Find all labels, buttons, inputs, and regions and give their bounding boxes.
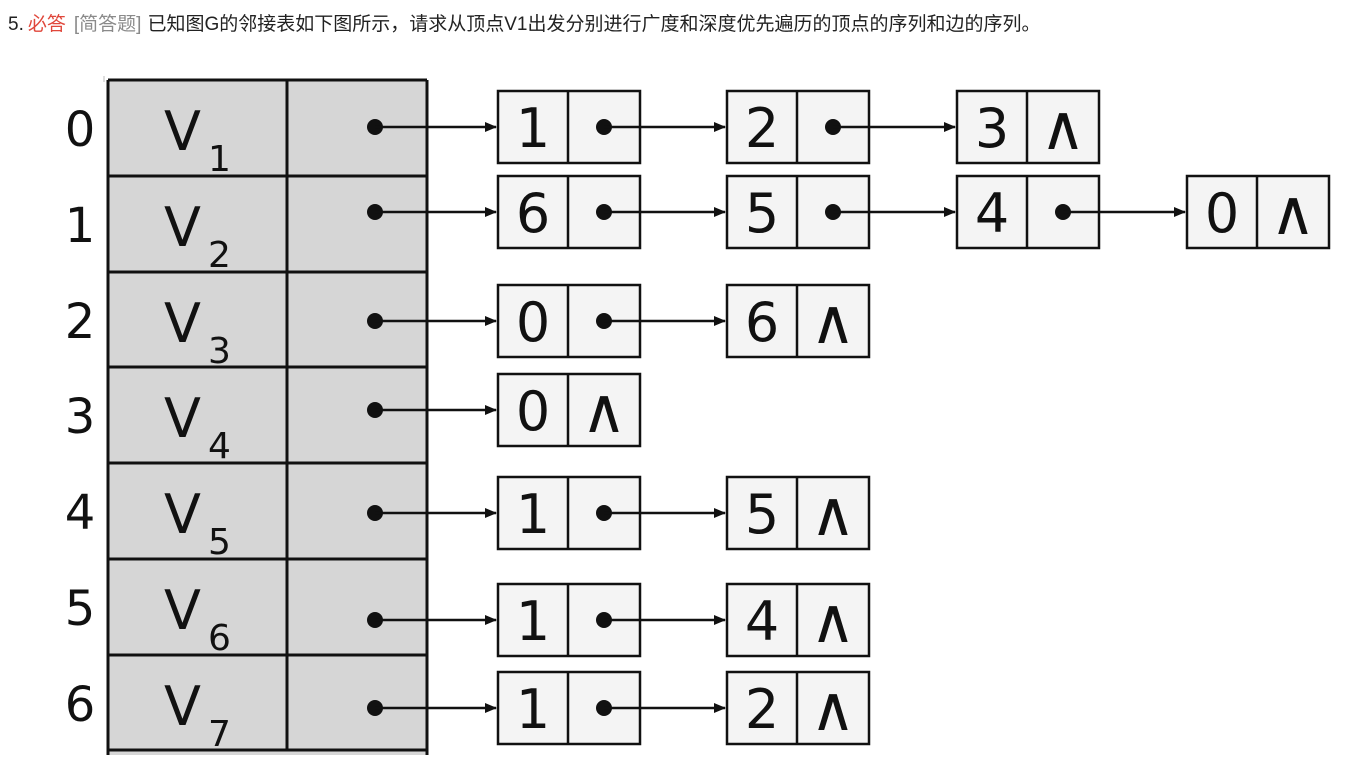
vertex-index: 3 — [65, 389, 96, 445]
vertex-name: V — [164, 387, 201, 450]
question-number: 5. — [8, 14, 24, 35]
adjacent-vertex-index: 0 — [516, 291, 550, 354]
vertex-name: V — [164, 579, 201, 642]
vertex-subscript: 7 — [208, 714, 231, 755]
null-pointer-symbol: ∧ — [581, 374, 626, 447]
vertex-subscript: 6 — [208, 618, 231, 659]
vertex-index: 5 — [65, 581, 96, 637]
edge-node: 0∧ — [496, 372, 642, 448]
question-type-label: [简答题] — [73, 14, 142, 35]
edge-node: 0 — [496, 283, 726, 359]
edge-node: 5∧ — [725, 475, 871, 551]
vertex-subscript: 5 — [208, 522, 231, 563]
adjacent-vertex-index: 4 — [745, 590, 779, 653]
adjacent-vertex-index: 6 — [745, 291, 779, 354]
adjacent-vertex-index: 5 — [745, 483, 779, 546]
null-pointer-symbol: ∧ — [1040, 91, 1085, 164]
edge-node: 6 — [496, 174, 726, 250]
adjacent-vertex-index: 1 — [516, 97, 550, 160]
edge-node: 1 — [496, 582, 726, 658]
null-pointer-symbol: ∧ — [810, 285, 855, 358]
vertex-subscript: 2 — [208, 235, 231, 276]
vertex-index: 0 — [65, 102, 96, 158]
adjacent-vertex-index: 2 — [745, 678, 779, 741]
adjacent-vertex-index: 1 — [516, 678, 550, 741]
edge-node: 3∧ — [955, 89, 1101, 165]
edge-node: 1 — [496, 89, 726, 165]
adjacent-vertex-index: 2 — [745, 97, 779, 160]
adjacent-vertex-index: 6 — [516, 182, 550, 245]
vertex-index: 1 — [65, 198, 96, 254]
vertex-subscript: 4 — [208, 426, 231, 467]
vertex-name: V — [164, 100, 201, 163]
edge-node: 6∧ — [725, 283, 871, 359]
edge-node: 2 — [725, 89, 956, 165]
vertex-index: 2 — [65, 294, 96, 350]
adjacent-vertex-index: 4 — [975, 182, 1009, 245]
adjacent-vertex-index: 5 — [745, 182, 779, 245]
edge-node: 1 — [496, 670, 726, 746]
adjacent-vertex-index: 1 — [516, 483, 550, 546]
question-header: 5.必答 [简答题]已知图G的邻接表如下图所示，请求从顶点V1出发分别进行广度和深… — [8, 12, 1040, 38]
vertex-subscript: 1 — [208, 139, 231, 180]
adjacent-vertex-index: 0 — [516, 380, 550, 443]
vertex-index: 4 — [65, 485, 96, 541]
vertex-name: V — [164, 292, 201, 355]
null-pointer-symbol: ∧ — [810, 477, 855, 550]
edge-node: 4 — [955, 174, 1186, 250]
vertex-name: V — [164, 196, 201, 259]
adjacent-vertex-index: 0 — [1205, 182, 1239, 245]
required-label: 必答 — [27, 14, 66, 35]
null-pointer-symbol: ∧ — [810, 584, 855, 657]
vertex-subscript: 3 — [208, 331, 231, 372]
null-pointer-symbol: ∧ — [810, 672, 855, 745]
null-pointer-symbol: ∧ — [1270, 176, 1315, 249]
edge-node: 1 — [496, 475, 726, 551]
question-text: 已知图G的邻接表如下图所示，请求从顶点V1出发分别进行广度和深度优先遍历的顶点的… — [147, 14, 1041, 35]
vertex-name: V — [164, 483, 201, 546]
vertex-index: 6 — [65, 677, 96, 733]
edge-node: 4∧ — [725, 582, 871, 658]
edge-node: 2∧ — [725, 670, 871, 746]
edge-node: 5 — [725, 174, 956, 250]
edge-node: 0∧ — [1185, 174, 1331, 250]
vertex-name: V — [164, 675, 201, 738]
adjacent-vertex-index: 3 — [975, 97, 1009, 160]
adjacent-vertex-index: 1 — [516, 590, 550, 653]
